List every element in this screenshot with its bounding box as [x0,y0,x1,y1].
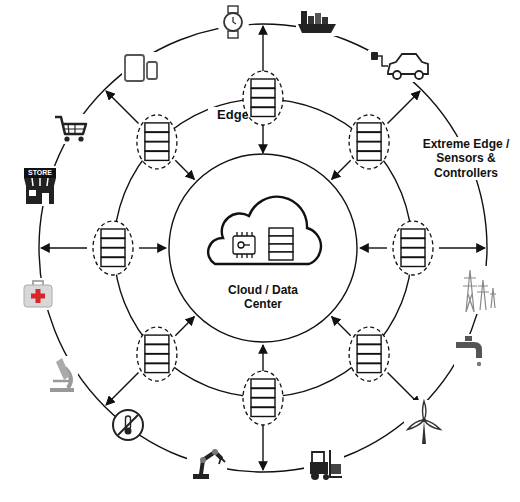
shopping-cart-icon [54,114,90,144]
ring-circle [114,99,412,397]
server-symbol [137,115,177,169]
ring-circle [169,154,357,342]
ring-label: Edge [208,107,258,123]
electric-car-icon [368,50,432,82]
store-icon [22,166,58,206]
edge-servers [93,71,433,425]
server-symbol [349,327,389,381]
server-symbol [393,221,433,275]
tablet-phone-icon [122,52,160,84]
power-line-icon [462,266,496,314]
robot-arm-icon [187,446,227,482]
ring-circle [39,24,487,472]
cloud-circle: Cloud / Data Center [168,153,358,343]
server-symbol [243,71,283,125]
watch-icon [217,6,249,38]
ring-outline [113,98,413,398]
thermometer-icon [113,410,143,440]
server-symbol [349,115,389,169]
wind-turbine-icon [404,400,444,446]
server-symbol [137,327,177,381]
extreme-edge-ring: Extreme Edge / Sensors & ControllersEdge… [38,23,488,473]
chip-symbol [233,232,255,258]
cloud-symbol [208,197,321,264]
ring-label: Extreme Edge / Sensors & Controllers [416,137,516,180]
ship-icon [296,8,340,36]
ring-outline [38,23,488,473]
edge-ring: EdgeCloud / Data Center [113,98,413,398]
forklift-icon [304,448,344,482]
medical-kit-icon [21,278,55,310]
ring-outline [168,153,358,343]
server-symbol [269,228,293,260]
server-symbol [93,221,133,275]
server-symbol [243,371,283,425]
cloud-label: Cloud / Data Center [212,283,314,312]
microscope-icon [46,356,78,394]
flow-arrows [41,26,485,470]
faucet-icon [454,334,484,368]
